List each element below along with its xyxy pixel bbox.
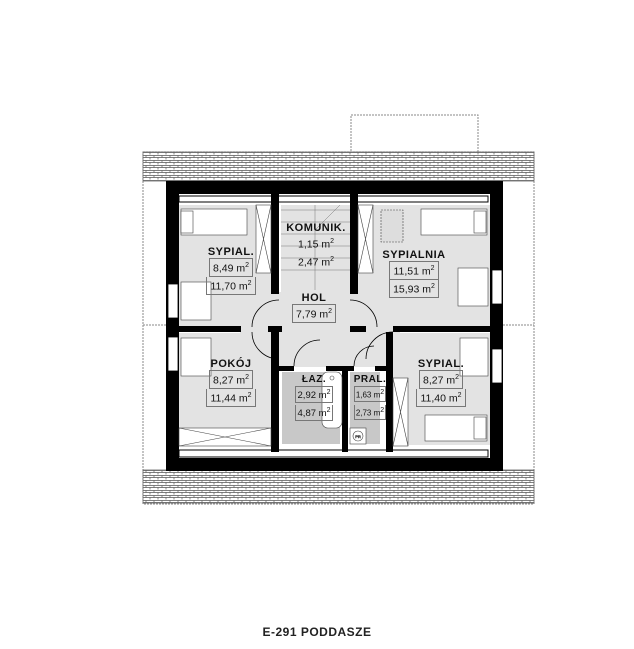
room-name: SYPIALNIA — [382, 249, 446, 261]
room-area-net: 1,15 m2 — [297, 237, 334, 251]
room-hol: HOL 7,79 m2 — [284, 292, 344, 323]
room-area-gross: 15,93 m2 — [389, 280, 439, 298]
room-area-net: 7,79 m2 — [291, 304, 336, 323]
beds — [180, 208, 488, 442]
room-name: POKÓJ — [210, 358, 252, 370]
washing-machine: PR — [349, 427, 367, 445]
room-pral: PRAL. 1,63 m2 2,73 m2 — [349, 374, 391, 421]
room-name: SYPIAL. — [207, 246, 255, 258]
staircase — [281, 204, 350, 290]
room-area-gross: 2,47 m2 — [297, 255, 334, 269]
roof-hatch-bottom — [142, 469, 535, 504]
room-sypial-2: SYPIAL. 8,27 m2 11,40 m2 — [408, 358, 474, 407]
room-pokoj: POKÓJ 8,27 m2 11,44 m2 — [198, 358, 264, 407]
room-name: PRAL. — [353, 374, 387, 385]
room-name: HOL — [301, 292, 327, 304]
room-sypial-1: SYPIAL. 8,49 m2 11,70 m2 — [198, 246, 264, 295]
room-area-net: 1,63 m2 — [353, 386, 387, 402]
plan-title: E-291 PODDASZE — [262, 625, 372, 639]
room-komunik: KOMUNIK. 1,15 m2 2,47 m2 — [282, 222, 350, 270]
room-area-gross: 11,44 m2 — [206, 389, 256, 407]
windows — [167, 269, 503, 384]
interior-walls — [179, 194, 490, 452]
room-area-net: 2,92 m2 — [294, 385, 334, 403]
room-area-gross: 4,87 m2 — [294, 404, 334, 421]
svg-text:PR: PR — [355, 434, 361, 439]
room-area-net: 8,49 m2 — [208, 258, 253, 277]
room-area-net: 8,27 m2 — [418, 370, 463, 389]
roof-hatch-top — [142, 151, 535, 182]
room-sypialnia: SYPIALNIA 11,51 m2 15,93 m2 — [376, 249, 452, 298]
desks — [180, 267, 489, 377]
room-laz: ŁAZ. 2,92 m2 4,87 m2 — [290, 374, 338, 421]
room-name: KOMUNIK. — [286, 222, 346, 234]
room-area-gross: 11,40 m2 — [416, 389, 466, 407]
doors — [251, 299, 394, 367]
room-area-net: 11,51 m2 — [389, 261, 439, 280]
room-area-gross: 11,70 m2 — [206, 277, 256, 295]
room-area-net: 8,27 m2 — [208, 370, 253, 389]
wardrobes — [178, 204, 409, 447]
room-name: SYPIAL. — [417, 358, 465, 370]
room-name: ŁAZ. — [301, 374, 327, 385]
room-area-gross: 2,73 m2 — [353, 405, 387, 420]
